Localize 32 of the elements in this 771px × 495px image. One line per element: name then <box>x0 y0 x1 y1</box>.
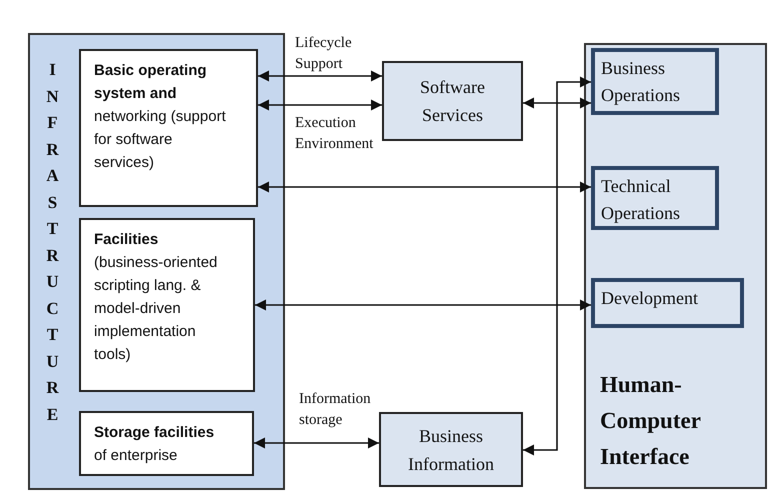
box-text: of enterprise <box>94 446 178 466</box>
arrow <box>255 300 591 310</box>
service-box <box>382 61 523 141</box>
operations-box <box>591 48 719 115</box>
arrow <box>523 76 591 456</box>
arrow <box>254 438 379 448</box>
operations-box <box>591 166 719 230</box>
operations-box <box>591 278 744 328</box>
arrow <box>523 98 591 108</box>
edge-label: Lifecycle Support <box>295 34 353 74</box>
component-box <box>79 49 258 207</box>
box-text: (business-oriented scripting lang. & model-driven implementation tools) <box>94 253 218 365</box>
box-label: Software Services <box>419 76 486 127</box>
box-heading: Facilities <box>94 230 160 250</box>
component-box <box>79 411 254 476</box>
service-box <box>379 412 523 487</box>
vertical-heading: INFRASTRUCTURE <box>45 59 60 426</box>
infrastructure-panel <box>28 33 285 490</box>
interface-panel <box>584 43 767 489</box>
edge-label: Information storage <box>299 390 372 430</box>
arrow <box>258 100 382 110</box>
box-label: Business Operations <box>601 57 681 107</box>
box-text: networking (support for software services) <box>94 107 227 173</box>
component-box <box>79 218 255 392</box>
box-label: Technical Operations <box>601 175 681 225</box>
box-label: Business Information <box>407 424 495 476</box>
box-heading: Storage facilities <box>94 423 216 443</box>
box-label: Development <box>601 287 699 310</box>
panel-title: Human-Computer Interface <box>600 371 702 471</box>
arrow <box>258 70 382 82</box>
edge-label: Execution Environment <box>295 114 374 154</box>
arrow <box>258 182 591 192</box>
